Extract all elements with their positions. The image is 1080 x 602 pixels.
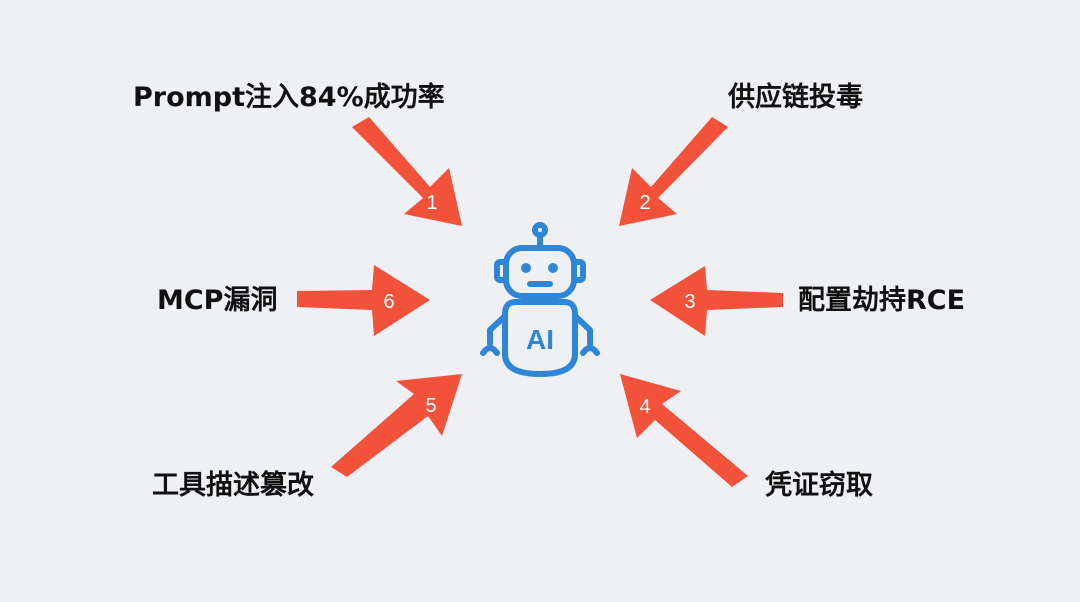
arrow-6: 6 [297, 265, 430, 336]
label-tool-description-tampering: 工具描述篡改 [152, 472, 314, 499]
arrow-4-number: 4 [639, 396, 650, 418]
arrow-1-shape [352, 117, 462, 226]
robot-ear-left [497, 262, 506, 280]
arrow-5-shape [331, 374, 462, 477]
arrow-3-number: 3 [684, 291, 695, 313]
arrow-5-number: 5 [425, 395, 436, 417]
arrow-4: 4 [620, 374, 748, 487]
label-mcp-vulnerability: MCP漏洞 [157, 287, 277, 314]
robot-ear-right [574, 262, 583, 280]
robot-head [506, 248, 574, 296]
label-supply-chain-poisoning: 供应链投毒 [728, 84, 863, 111]
arrow-2-number: 2 [639, 192, 650, 214]
arrow-6-shape [297, 265, 430, 336]
robot-eye-right [548, 263, 558, 273]
arrow-2: 2 [619, 117, 728, 226]
arrow-2-shape [619, 117, 728, 226]
arrow-4-shape [620, 374, 748, 487]
arrow-6-number: 6 [383, 291, 394, 313]
label-config-hijack-rce: 配置劫持RCE [798, 287, 965, 314]
arrow-1-number: 1 [426, 192, 437, 214]
robot-hand-right [583, 348, 597, 353]
arrow-5: 5 [331, 374, 462, 477]
label-credential-theft: 凭证窃取 [765, 472, 873, 499]
ai-badge: AI [526, 324, 554, 355]
robot-icon: AI [483, 225, 597, 374]
arrow-3: 3 [650, 266, 783, 336]
arrow-1: 1 [352, 117, 462, 226]
robot-eye-left [521, 263, 531, 273]
arrow-3-shape [650, 266, 783, 336]
label-prompt-injection: Prompt注入84%成功率 [133, 84, 445, 111]
robot-hand-left [483, 348, 497, 353]
